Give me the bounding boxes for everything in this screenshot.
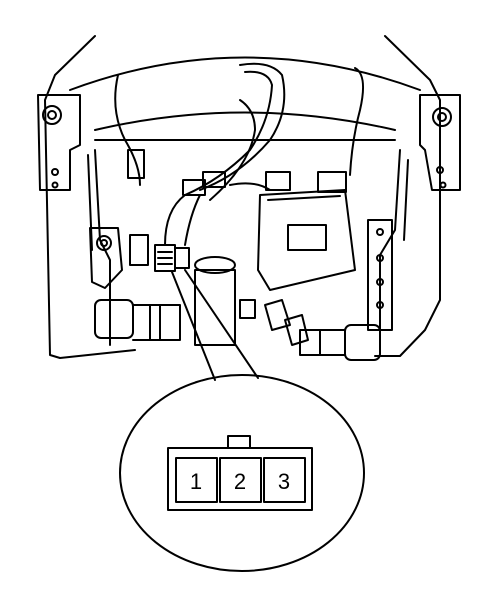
left-frame-bracket — [37, 94, 81, 191]
seat-frame-top — [69, 56, 421, 91]
seat-frame-crossbar — [94, 111, 396, 141]
target-connector-in-seat — [154, 244, 190, 272]
harness-plug-a — [127, 149, 145, 179]
cable-clip-left — [129, 234, 149, 266]
seat-motor-center — [194, 256, 236, 346]
connector-cavity-2 — [219, 457, 262, 503]
pin-3-label: 3 — [278, 469, 290, 494]
wire-to-connector-a — [164, 194, 186, 246]
wire-harness-right — [349, 67, 365, 176]
wire-harness-center-2 — [184, 70, 273, 196]
left-mounting-plate — [89, 227, 123, 289]
right-frame-bracket — [419, 94, 461, 191]
seat-motor-left — [94, 299, 181, 341]
right-side-rail — [379, 149, 409, 346]
wire-to-connector-b — [184, 194, 201, 246]
seat-frame-outline — [44, 35, 441, 359]
wire-harness-center-3 — [209, 99, 256, 201]
harness-plug-c — [202, 171, 226, 188]
connector-cavity-3 — [263, 457, 306, 503]
connector-housing — [167, 447, 313, 511]
connector-latch — [227, 435, 251, 449]
harness-plug-d — [317, 171, 347, 193]
connector-cavity-1 — [175, 457, 218, 503]
harness-plug-e — [265, 171, 291, 191]
wire-to-module — [229, 182, 271, 191]
control-module — [257, 189, 356, 291]
callout-bubble — [119, 374, 365, 572]
pin-2-label: 2 — [234, 469, 246, 494]
callout-leader — [171, 269, 259, 381]
control-module-label-plate — [287, 224, 327, 251]
pin-1-label: 1 — [190, 469, 202, 494]
wire-harness-left — [114, 74, 141, 186]
right-slotted-strip — [367, 219, 393, 331]
wire-harness-center-1 — [199, 62, 286, 191]
lower-connector-cluster — [239, 299, 309, 346]
connector-face — [167, 435, 313, 511]
